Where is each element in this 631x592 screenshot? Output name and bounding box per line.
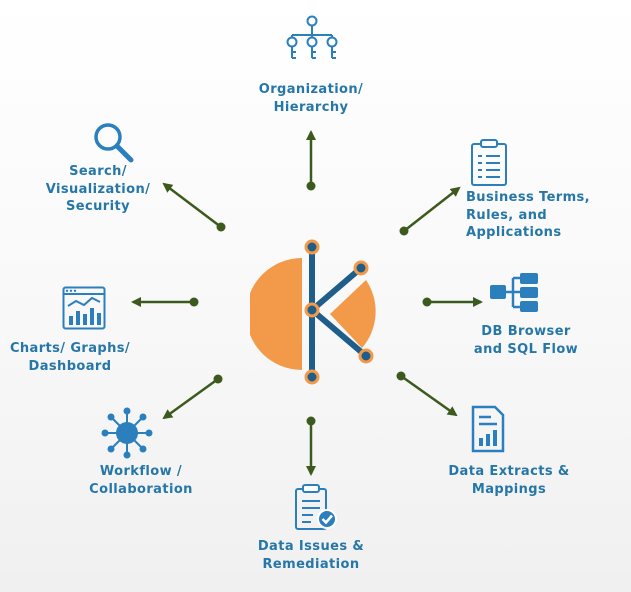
label-charts: Charts/ Graphs/ Dashboard bbox=[9, 341, 131, 374]
dashboard-chart-icon bbox=[62, 286, 106, 330]
label-search: Search/ Visualization/ Security bbox=[45, 164, 151, 214]
report-document-icon bbox=[471, 405, 505, 453]
label-organization: Organization/ Hierarchy bbox=[258, 82, 364, 115]
arrow-db-browser bbox=[422, 297, 483, 307]
network-hub-icon bbox=[101, 407, 153, 459]
arrow-business-terms bbox=[399, 186, 461, 236]
arrow-data-extracts bbox=[396, 371, 458, 417]
label-db-browser: DB Browser and SQL Flow bbox=[473, 324, 579, 357]
clipboard-list-icon bbox=[471, 139, 507, 186]
label-data-extracts: Data Extracts & Mappings bbox=[448, 464, 570, 497]
label-workflow: Workflow / Collaboration bbox=[89, 464, 193, 497]
arrow-organization bbox=[306, 130, 316, 191]
database-tree-icon bbox=[490, 273, 538, 312]
arrow-search bbox=[162, 182, 226, 232]
label-business-terms: Business Terms, Rules, and Applications bbox=[466, 190, 591, 240]
arrow-charts bbox=[131, 297, 199, 307]
magnifier-icon bbox=[94, 123, 134, 163]
center-logo: K bbox=[250, 239, 376, 385]
org-chart-icon bbox=[286, 15, 338, 59]
label-data-issues: Data Issues & Remediation bbox=[257, 539, 365, 572]
clipboard-check-icon bbox=[295, 484, 337, 530]
arrow-data-issues bbox=[306, 416, 316, 476]
arrow-workflow bbox=[162, 374, 223, 420]
